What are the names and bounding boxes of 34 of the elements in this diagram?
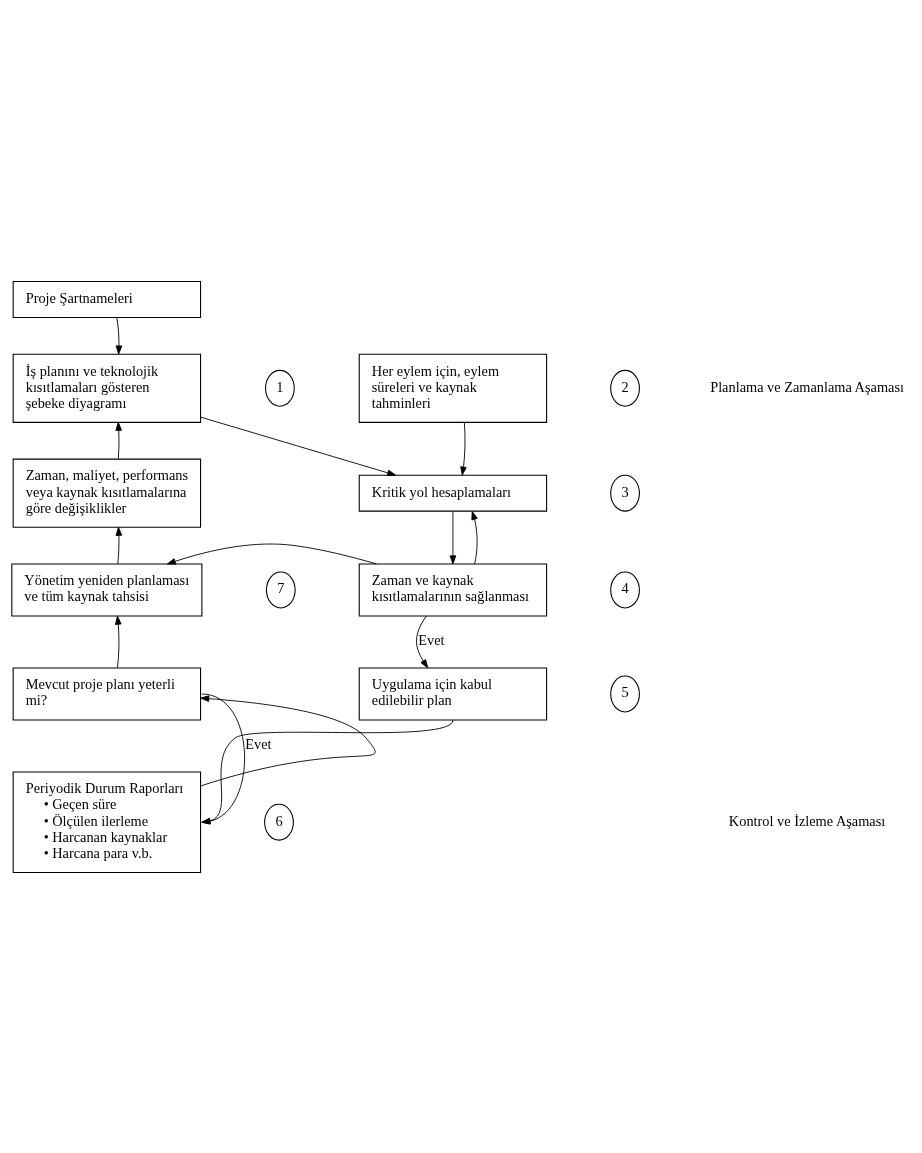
arrow: [416, 615, 429, 668]
label: Kontrol ve İzleme Aşaması: [728, 812, 886, 829]
arrow: [115, 316, 123, 354]
arrow: [201, 693, 245, 825]
arrow: [201, 719, 454, 824]
edge-label: Evet: [245, 735, 272, 752]
arrow: [115, 421, 122, 459]
arrow: [449, 510, 457, 564]
arrow: [115, 615, 122, 668]
edge-label: Evet: [418, 631, 445, 648]
node-ellipse: 6: [264, 803, 294, 841]
arrow: [460, 421, 467, 475]
node-box: Zaman ve kaynak kısıtlamalarının sağlanması: [358, 562, 548, 617]
node-ellipse: 1: [265, 369, 295, 407]
node-box: Uygulama için kabul edilebilir plan: [358, 666, 548, 721]
arrow: [471, 510, 478, 564]
node-ellipse: 7: [265, 571, 296, 608]
node-box: Yönetim yeniden planlaması ve tüm kaynak tahsisi: [11, 562, 203, 617]
arrow: [200, 694, 376, 786]
node-box: İş planını ve teknolojik kısıtlamaları gösteren şebeke diyagramı: [12, 353, 202, 423]
node-box: Kritik yol hesaplamaları: [358, 474, 548, 512]
node-ellipse: 4: [610, 571, 640, 608]
node-box: Her eylem için, eylem süreleri ve kaynak tahminleri: [358, 353, 548, 423]
node-box: Proje Şartnameleri: [12, 280, 202, 318]
arrow: [200, 416, 397, 476]
node-ellipse: 3: [610, 474, 640, 512]
node-box: Zaman, maliyet, performans veya kaynak kısıtlamalarına göre değişiklikler: [12, 458, 202, 528]
node-ellipse: 2: [610, 369, 640, 407]
arrow: [166, 543, 377, 565]
node-box: Periyodik Durum Raporları • Geçen süre • Ölçülen ilerleme • Harcanan kaynaklar • Harcana para v.b.: [12, 770, 202, 873]
node-box: Mevcut proje planı yeterli mi?: [12, 666, 202, 721]
node-ellipse: 5: [610, 675, 640, 712]
arrow: [115, 526, 123, 564]
label: Planlama ve Zamanlama Aşaması: [710, 378, 904, 395]
